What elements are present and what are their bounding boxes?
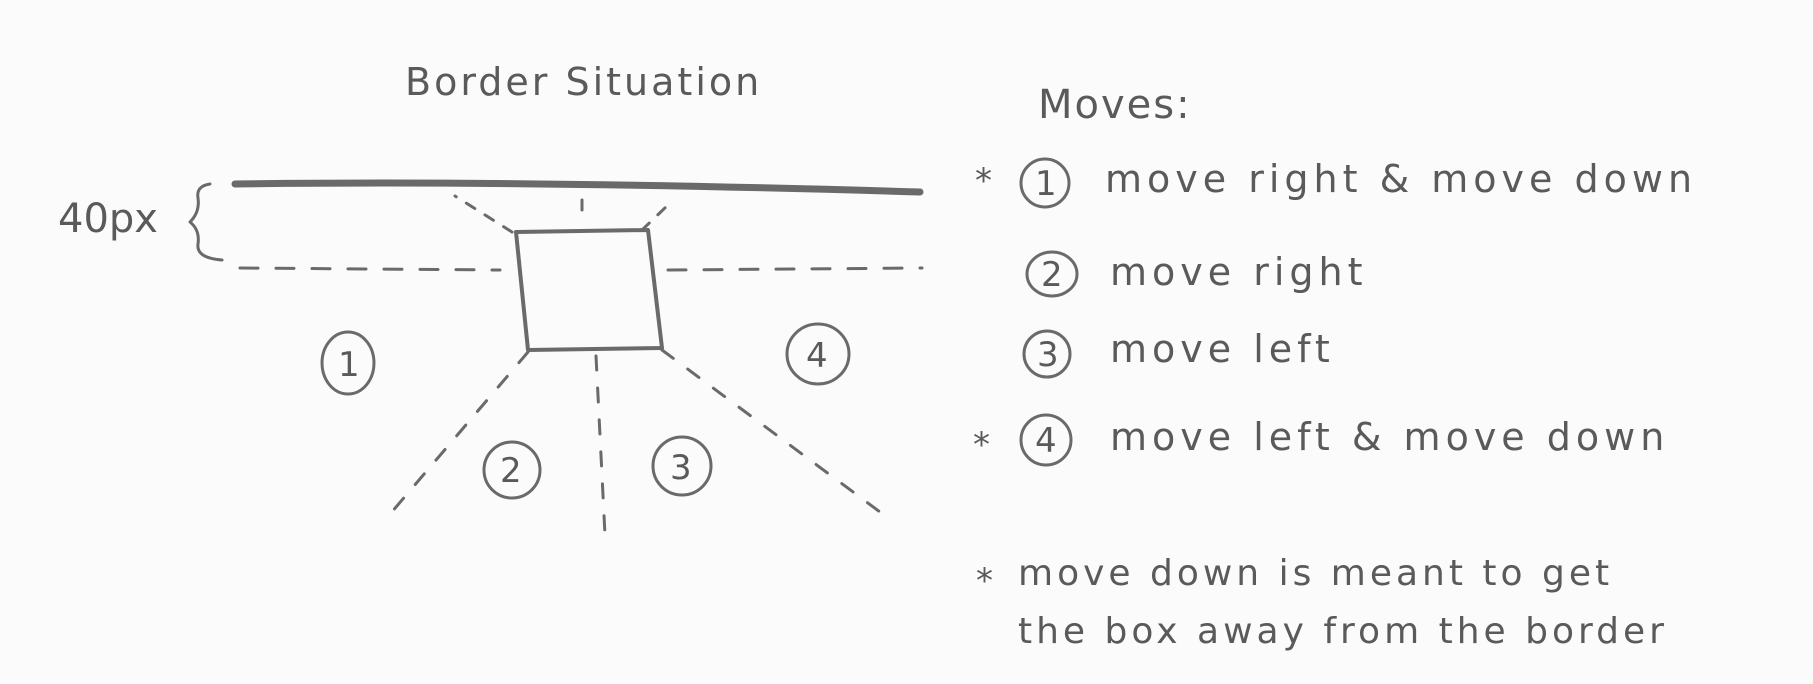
- region-2: 2: [482, 440, 542, 500]
- ray-top-left: [453, 194, 514, 234]
- ray-top-right: [640, 203, 670, 232]
- moves-heading: Moves:: [1038, 82, 1192, 128]
- move-4-circle: [1019, 413, 1073, 467]
- region-3: 3: [651, 435, 713, 497]
- ray-bottom-right: [660, 348, 882, 514]
- region-4-label: 4: [806, 336, 828, 376]
- move-1-text: move right & move down: [1105, 157, 1697, 201]
- move-2-circle: [1025, 250, 1079, 298]
- region-1: 1: [320, 330, 376, 396]
- region-3-label: 3: [670, 448, 692, 488]
- box: [514, 228, 664, 352]
- move-1-star: *: [975, 161, 992, 201]
- ray-bottom-left: [383, 350, 530, 522]
- footnote-star: *: [976, 561, 993, 601]
- ray-bottom: [594, 354, 607, 537]
- footnote-line-2: the box away from the border: [1018, 611, 1668, 652]
- margin-brace: [188, 182, 224, 262]
- diagram-title: Border Situation: [405, 60, 762, 104]
- border-line: [231, 179, 924, 196]
- region-1-label: 1: [338, 345, 360, 385]
- move-2-number: 2: [1041, 255, 1063, 295]
- footnote-line-1: move down is meant to get: [1018, 553, 1613, 594]
- move-1-number: 1: [1035, 164, 1057, 204]
- move-3-number: 3: [1037, 335, 1059, 375]
- move-3-circle: [1022, 329, 1072, 379]
- margin-dashed-line-right: [666, 266, 924, 272]
- move-1-circle: [1019, 157, 1071, 209]
- move-4-text: move left & move down: [1110, 415, 1669, 459]
- move-4-star: *: [973, 425, 990, 465]
- margin-dashed-line-left: [238, 266, 502, 272]
- move-2-text: move right: [1110, 250, 1368, 294]
- region-2-label: 2: [500, 451, 522, 491]
- region-4: 4: [785, 322, 851, 386]
- move-3-text: move left: [1110, 327, 1335, 371]
- margin-label: 40px: [58, 196, 158, 242]
- move-4-number: 4: [1035, 421, 1057, 461]
